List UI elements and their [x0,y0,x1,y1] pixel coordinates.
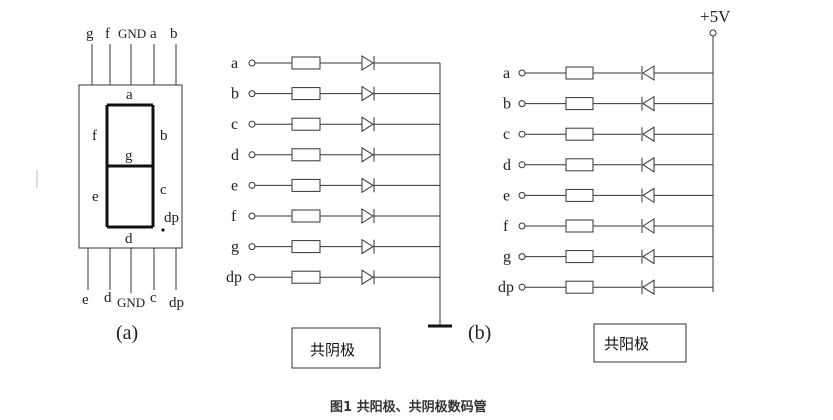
diode [642,218,655,234]
pin-label-top: a [150,26,157,42]
pin-label-top: g [86,26,94,42]
resistor [565,97,594,111]
package-outline [78,84,183,249]
segment-label-e: e [92,189,99,205]
resistor [291,117,321,131]
resistor [291,240,321,254]
row-label: c [503,126,510,143]
pin-label-top: b [170,26,178,42]
dp-dot [161,228,165,232]
input-terminal [248,212,256,220]
diode [642,126,655,143]
resistor [291,270,321,284]
common-cathode-box [291,327,381,369]
input-terminal [518,191,526,199]
diode [361,116,374,133]
resistor [291,56,321,70]
diode [642,248,655,265]
diode [361,238,374,255]
input-terminal [518,100,526,108]
resistor [291,87,321,101]
row-label: d [503,157,511,174]
input-terminal [248,151,256,159]
segment-label-g: g [125,148,133,164]
row-label: g [231,239,239,256]
row-label: e [231,177,238,194]
diode [642,65,655,81]
resistor [565,127,594,141]
segment-label-b: b [160,128,168,144]
pin-label-bottom: e [82,292,89,308]
figure-caption: 图1 共阳极、共阴极数码管 [330,399,487,415]
diode [361,208,374,224]
input-terminal [248,243,256,251]
resistor [565,250,594,264]
resistor [565,219,594,233]
row-label: a [231,55,238,72]
row-label: e [503,187,510,204]
figure-label-a: (a) [116,322,138,344]
resistor [291,178,321,192]
segment-label-a: a [126,87,133,103]
row-label: dp [226,269,242,286]
input-terminal [518,283,526,291]
row-label: b [231,86,239,103]
diode [361,269,374,286]
diode [642,95,655,112]
segment-bars [105,103,155,229]
resistor [565,280,594,294]
row-label: c [231,116,238,133]
pin-label-top: f [105,26,110,42]
segment-label-c: c [160,182,167,198]
common-anode-label: 共阳极 [604,335,649,353]
diode [361,146,374,163]
row-label: f [503,218,509,235]
input-terminal [518,69,526,77]
input-terminal [518,161,526,169]
diode [361,177,374,194]
segment-label-dp: dp [164,210,179,226]
resistor [291,148,321,162]
supply-label: +5V [700,7,731,26]
row-label: dp [498,279,514,296]
row-label: b [503,96,511,113]
pin-label-top: GND [118,26,146,41]
row-label: a [503,65,510,82]
row-label: d [231,147,239,164]
pin-label-bottom: GND [117,295,145,310]
input-terminal [248,120,256,128]
input-terminal [248,90,256,98]
diode [642,279,655,296]
diode [361,55,374,71]
pin-label-bottom: d [104,290,112,306]
row-label: g [503,249,511,266]
supply-terminal [709,29,717,37]
input-terminal [248,181,256,189]
common-cathode-label: 共阴极 [310,341,355,359]
input-terminal [518,253,526,261]
resistor [565,66,594,80]
segment-label-f: f [92,128,97,144]
resistor [565,158,594,172]
resistor [565,188,594,202]
diode [642,187,655,204]
diode [361,85,374,102]
figure-label-b: (b) [468,322,491,344]
diode [642,156,655,173]
seven-segment-display: g f GND a b a f b g e c dp d e d GND c d… [78,26,184,344]
pin-label-bottom: c [150,290,157,306]
segment-label-d: d [125,231,133,247]
input-terminal [248,59,256,67]
pin-label-bottom: dp [169,295,184,311]
input-terminal [518,222,526,230]
row-label: f [231,208,237,225]
resistor [291,209,321,223]
input-terminal [518,130,526,138]
common-anode-box [593,323,687,363]
input-terminal [248,273,256,281]
